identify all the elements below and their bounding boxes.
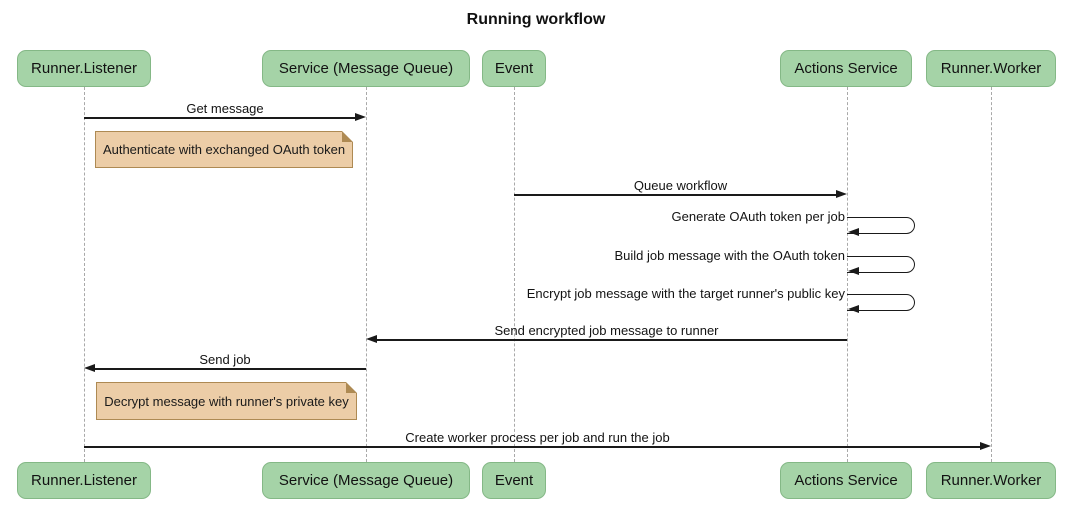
message-arrowhead: [366, 335, 377, 343]
note-text: Decrypt message with runner's private ke…: [104, 393, 349, 409]
lifeline-runner-worker: [991, 87, 992, 462]
message-arrowhead: [980, 442, 991, 450]
actor-runner-listener-top: Runner.Listener: [17, 50, 151, 87]
note-decrypt: Decrypt message with runner's private ke…: [96, 382, 357, 420]
diagram-title: Running workflow: [466, 11, 606, 28]
message-label: Send encrypted job message to runner: [494, 323, 719, 338]
note-fold: [346, 382, 357, 393]
message-arrowhead: [836, 190, 847, 198]
message-line: [377, 339, 847, 341]
message-arrowhead: [848, 228, 859, 236]
actor-runner-worker-top: Runner.Worker: [926, 50, 1056, 87]
message-line: [95, 368, 366, 370]
message-arrowhead: [848, 267, 859, 275]
note-text: Authenticate with exchanged OAuth token: [102, 142, 346, 157]
message-label: Encrypt job message with the target runn…: [526, 286, 845, 301]
actor-actions-service-bottom: Actions Service: [780, 462, 912, 499]
message-label: Generate OAuth token per job: [671, 209, 845, 224]
self-loop-line: [847, 256, 915, 273]
message-label: Queue workflow: [633, 178, 728, 193]
message-line: [84, 446, 980, 448]
lifeline-event: [514, 87, 515, 462]
note-fold: [342, 131, 353, 142]
message-label: Build job message with the OAuth token: [614, 248, 845, 263]
message-line: [514, 194, 836, 196]
self-loop-line: [847, 217, 915, 234]
lifeline-runner-listener: [84, 87, 85, 462]
actor-service-message-queue-bottom: Service (Message Queue): [262, 462, 470, 499]
message-label: Send job: [199, 352, 251, 367]
message-label: Get message: [186, 101, 264, 116]
self-loop-line: [847, 294, 915, 311]
message-arrowhead: [355, 113, 366, 121]
actor-event-top: Event: [482, 50, 546, 87]
message-arrowhead: [84, 364, 95, 372]
actor-actions-service-top: Actions Service: [780, 50, 912, 87]
actor-runner-worker-bottom: Runner.Worker: [926, 462, 1056, 499]
message-label: Create worker process per job and run th…: [405, 430, 670, 445]
actor-runner-listener-bottom: Runner.Listener: [17, 462, 151, 499]
message-line: [84, 117, 355, 119]
lifeline-service-message-queue: [366, 87, 367, 462]
lifeline-actions-service: [847, 87, 848, 462]
actor-event-bottom: Event: [482, 462, 546, 499]
message-arrowhead: [848, 305, 859, 313]
note-authenticate: Authenticate with exchanged OAuth token: [95, 131, 353, 168]
actor-service-message-queue-top: Service (Message Queue): [262, 50, 470, 87]
